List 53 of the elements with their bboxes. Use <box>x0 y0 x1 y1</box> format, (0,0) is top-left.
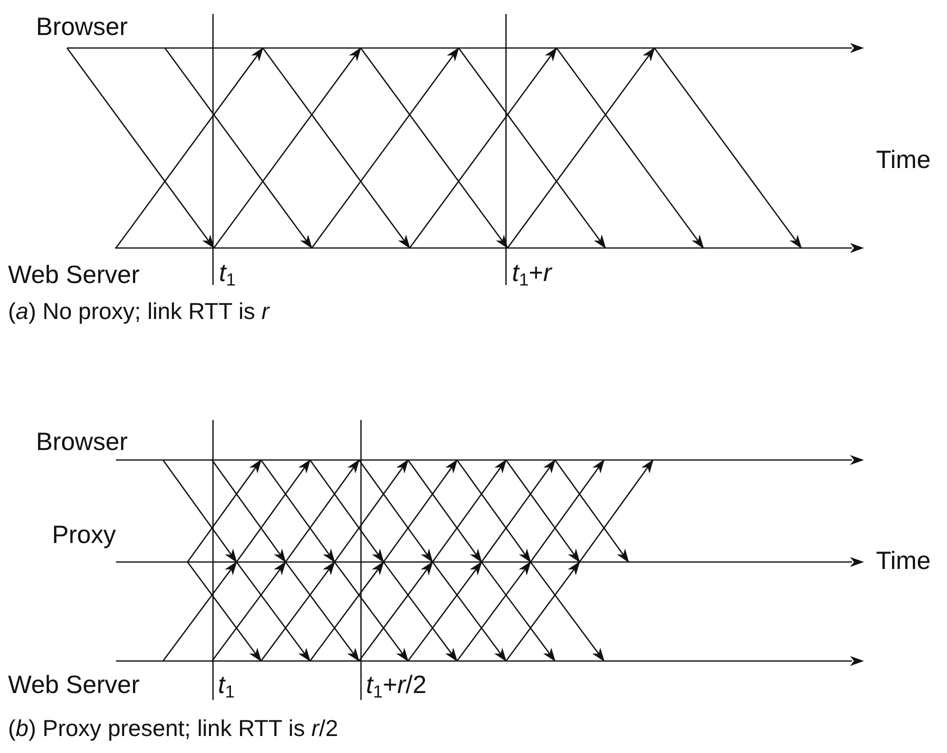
message-arrow <box>260 460 336 563</box>
timeline-label: Proxy <box>52 520 116 550</box>
message-arrow <box>213 47 362 248</box>
message-arrow <box>358 561 434 662</box>
message-arrow <box>382 459 458 562</box>
message-arrow <box>162 460 238 563</box>
message-arrow <box>284 459 360 562</box>
message-arrow <box>530 459 605 562</box>
message-arrow <box>505 460 580 563</box>
message-arrow <box>186 459 262 562</box>
message-arrow <box>260 561 336 662</box>
message-arrow <box>507 47 655 248</box>
timeline-label: Web Server <box>8 670 140 700</box>
message-arrow <box>164 48 312 249</box>
message-arrow <box>456 460 532 563</box>
message-arrow <box>334 562 409 662</box>
message-arrow <box>556 48 704 249</box>
message-arrow <box>432 562 507 662</box>
timeline-label: Browser <box>36 427 128 457</box>
message-arrow <box>115 47 264 248</box>
message-arrow <box>211 561 286 662</box>
message-arrow <box>554 460 630 563</box>
message-arrow <box>66 48 214 249</box>
message-arrow <box>654 48 802 249</box>
message-arrow <box>407 460 482 563</box>
message-arrow <box>480 562 556 662</box>
message-arrow <box>456 561 532 662</box>
message-arrow <box>262 48 410 249</box>
message-arrow <box>311 47 460 248</box>
message-arrow <box>211 460 286 563</box>
message-arrow <box>186 562 262 662</box>
text-label: (a) No proxy; link RTT is r <box>8 297 270 326</box>
message-arrow <box>236 459 311 562</box>
message-arrow <box>334 459 409 562</box>
message-arrow <box>458 48 606 249</box>
message-arrow <box>409 47 558 248</box>
message-arrow <box>162 561 238 662</box>
message-arrow <box>358 460 434 563</box>
timeline-label: Browser <box>36 12 128 42</box>
message-arrow <box>309 460 384 563</box>
message-arrow <box>360 48 508 249</box>
message-arrow <box>236 562 311 662</box>
message-arrow <box>578 459 654 562</box>
message-arrow <box>432 459 507 562</box>
text-label: (b) Proxy present; link RTT is r/2 <box>8 714 338 743</box>
message-arrow <box>530 562 605 662</box>
timeline-label: Web Server <box>8 260 140 290</box>
message-arrow <box>284 562 360 662</box>
message-arrow <box>505 561 580 662</box>
message-arrow <box>480 459 556 562</box>
message-arrow <box>382 562 458 662</box>
message-arrow <box>407 561 482 662</box>
message-arrow <box>309 561 384 662</box>
